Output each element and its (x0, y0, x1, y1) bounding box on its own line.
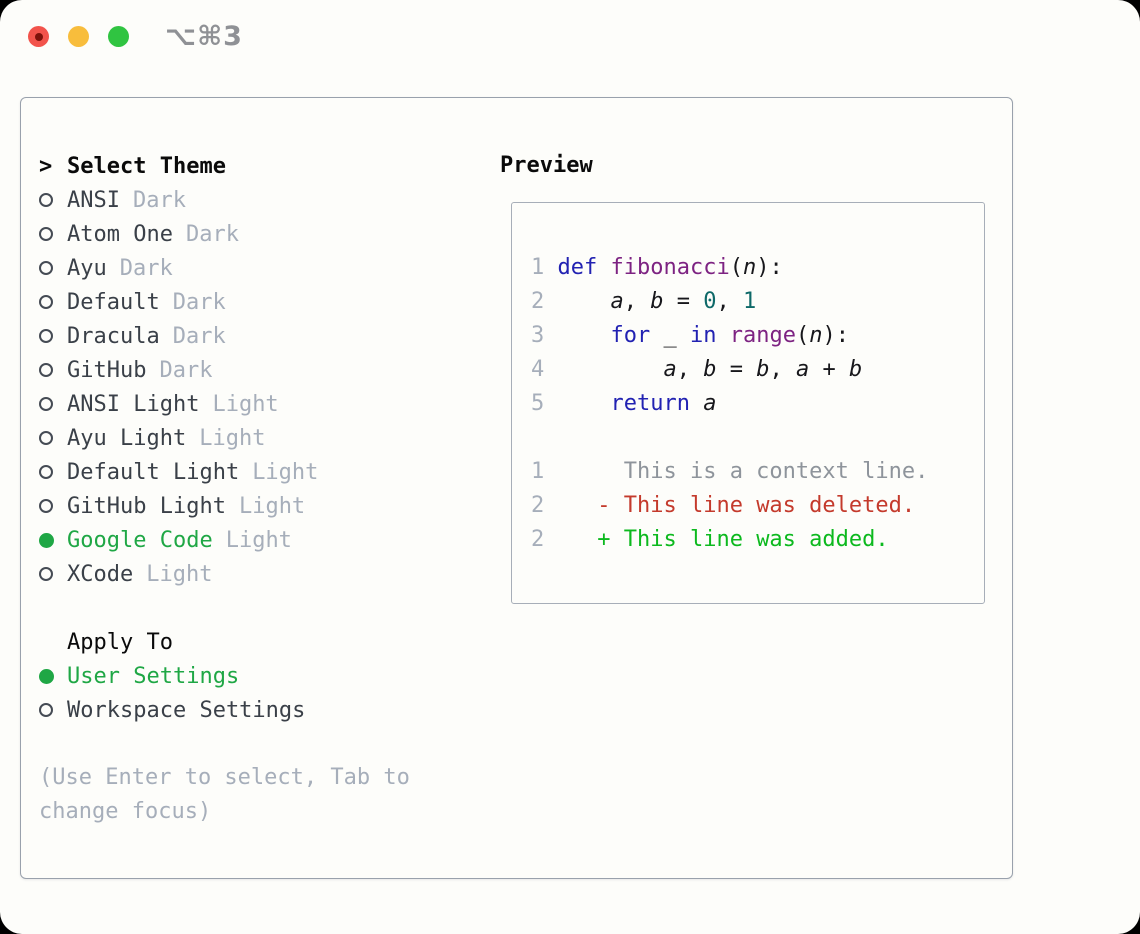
selected-radio-icon (39, 668, 54, 684)
theme-variant: Light (146, 561, 213, 587)
line-number: 3 (531, 323, 545, 348)
preview-code-line: 2 a, b = 0, 1 (531, 289, 757, 314)
apply-to-title: Apply To (67, 629, 173, 655)
preview-diff-line: 2 + This line was added. (531, 527, 889, 552)
preview-code-line: 1 def fibonacci(n): (531, 255, 783, 280)
theme-variant: Light (252, 459, 319, 485)
theme-name: ANSI Light (67, 391, 200, 417)
preview-pane: 1 def fibonacci(n): 2 a, b = 0, 1 3 for _ … (511, 202, 985, 604)
zoom-button[interactable] (108, 26, 129, 47)
radio-icon (39, 465, 53, 479)
theme-item-ayu-light[interactable]: Ayu Light Light (39, 421, 318, 455)
theme-item-ansi[interactable]: ANSI Dark (39, 183, 318, 217)
theme-variant: Dark (132, 187, 186, 213)
line-number: 1 (531, 255, 545, 280)
radio-icon (39, 703, 53, 717)
theme-item-github-light[interactable]: GitHub Light Light (39, 489, 318, 523)
close-button[interactable] (28, 26, 49, 47)
theme-item-default[interactable]: Default Dark (39, 285, 318, 319)
radio-icon (39, 431, 53, 445)
radio-icon (39, 329, 53, 343)
preview-diff-line: 2 - This line was deleted. (531, 493, 916, 518)
line-number: 4 (531, 357, 545, 382)
window-titlebar: ⌥⌘3 (0, 0, 1140, 72)
theme-item-xcode[interactable]: XCode Light (39, 557, 318, 591)
theme-item-atom-one[interactable]: Atom One Dark (39, 217, 318, 251)
radio-icon (39, 193, 53, 207)
preview-title: Preview (500, 153, 593, 178)
theme-name: Dracula (67, 323, 160, 349)
theme-variant: Light (225, 527, 292, 553)
theme-variant: Light (199, 425, 266, 451)
selection-prompt: > (39, 153, 53, 179)
theme-name: GitHub (67, 357, 147, 383)
radio-icon (39, 499, 53, 513)
radio-icon (39, 227, 53, 241)
close-button-focus-dot (34, 32, 43, 41)
theme-name: ANSI (67, 187, 120, 213)
radio-icon (39, 363, 53, 377)
selected-radio-icon (39, 532, 54, 548)
preview-content: 1 def fibonacci(n): 2 a, b = 0, 1 3 for _ … (512, 203, 984, 557)
apply-option-label: User Settings (67, 663, 240, 689)
theme-item-ayu[interactable]: Ayu Dark (39, 251, 318, 285)
preview-code-line: 3 for _ in range(n): (531, 323, 849, 348)
apply-option-label: Workspace Settings (67, 697, 306, 723)
theme-name: Google Code (67, 527, 213, 553)
theme-item-google-code[interactable]: Google Code Light (39, 523, 318, 557)
theme-variant: Light (238, 493, 306, 519)
line-number: 2 (531, 289, 545, 314)
theme-variant: Light (212, 391, 279, 417)
theme-name: Default Light (67, 459, 240, 485)
theme-name: Default (67, 289, 160, 315)
line-number: 2 (531, 527, 545, 552)
theme-variant: Dark (172, 323, 226, 349)
preview-diff-line: 1 This is a context line. (531, 459, 929, 484)
theme-variant: Dark (159, 357, 213, 383)
line-number: 1 (531, 459, 545, 484)
preview-code-line: 4 a, b = b, a + b (531, 357, 863, 382)
theme-name: XCode (67, 561, 134, 587)
theme-name: Ayu (67, 255, 107, 281)
theme-item-github[interactable]: GitHub Dark (39, 353, 318, 387)
line-number: 5 (531, 391, 545, 416)
radio-icon (39, 261, 53, 275)
theme-variant: Dark (172, 289, 226, 315)
theme-variant: Dark (185, 221, 239, 247)
blank-line (531, 421, 984, 455)
theme-item-dracula[interactable]: Dracula Dark (39, 319, 318, 353)
theme-name: Ayu Light (67, 425, 187, 451)
theme-select-title: Select Theme (67, 153, 226, 179)
theme-name: Atom One (67, 221, 173, 247)
apply-to-header: Apply To (39, 625, 305, 659)
window-title: ⌥⌘3 (165, 21, 243, 52)
keyboard-hint: (Use Enter to select, Tab to change focu… (39, 765, 410, 824)
theme-item-default-light[interactable]: Default Light Light (39, 455, 318, 489)
minimize-button[interactable] (68, 26, 89, 47)
radio-icon (39, 567, 53, 581)
radio-icon (39, 397, 53, 411)
theme-variant: Dark (119, 255, 173, 281)
theme-item-ansi-light[interactable]: ANSI Light Light (39, 387, 318, 421)
apply-option-workspace-settings[interactable]: Workspace Settings (39, 693, 305, 727)
line-number: 2 (531, 493, 545, 518)
theme-name: GitHub Light (67, 493, 226, 519)
apply-option-user-settings[interactable]: User Settings (39, 659, 305, 693)
radio-icon (39, 295, 53, 309)
theme-select-header: > Select Theme (39, 149, 318, 183)
preview-code-line: 5 return a (531, 391, 717, 416)
